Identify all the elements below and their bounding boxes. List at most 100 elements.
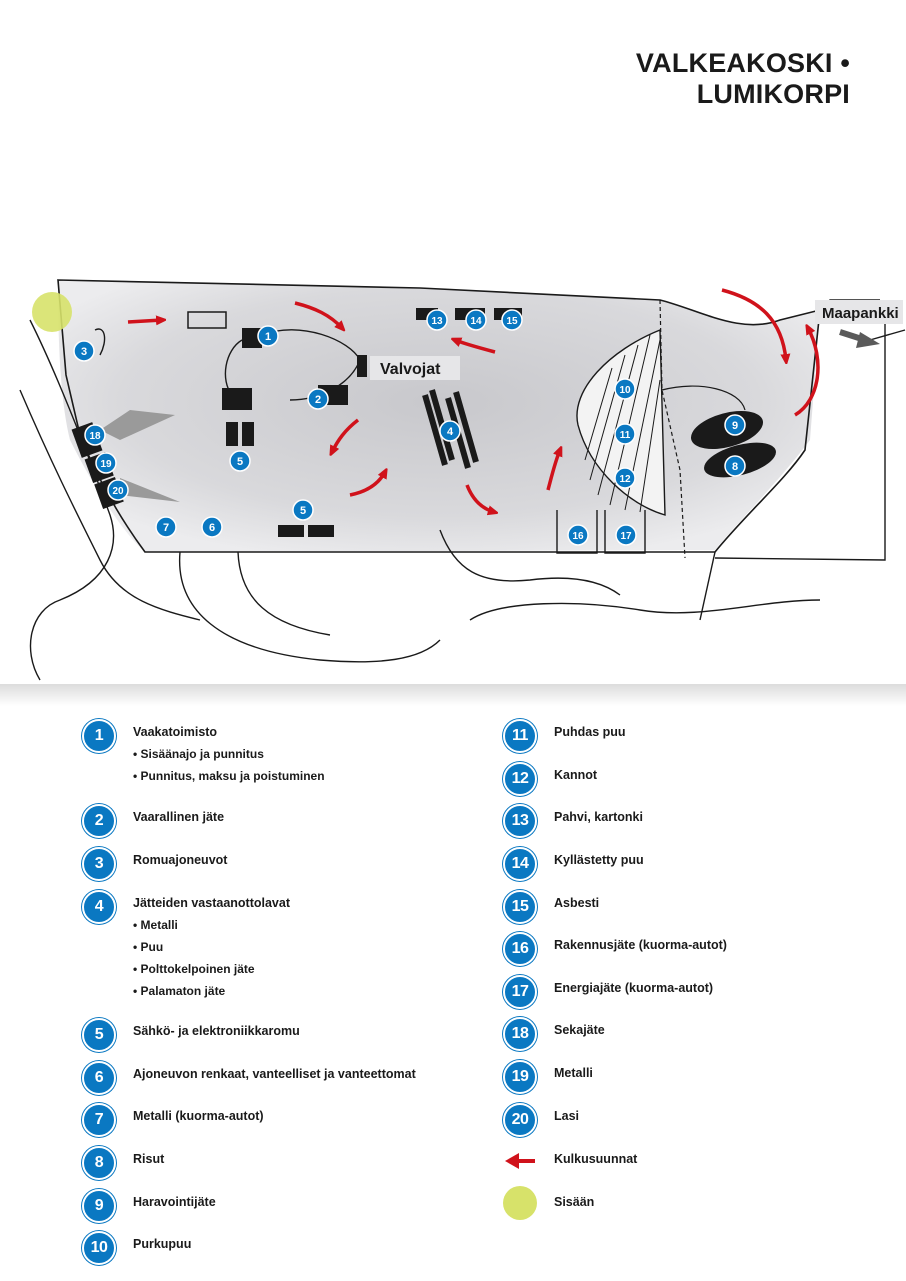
map-marker-13: 13 [426,309,448,331]
arrow-icon [505,1153,535,1169]
map-marker-17: 17 [615,524,637,546]
legend-label: Purkupuu [133,1237,192,1251]
svg-text:6: 6 [209,522,215,534]
map-marker-6: 6 [201,516,223,538]
legend-item-7: 7 Metalli (kuorma-autot) [82,1103,264,1137]
map-marker-10: 10 [614,378,636,400]
legend-label: Sekajäte [554,1023,605,1037]
legend-item-12: 12 Kannot [503,762,597,796]
legend-label: Kulkusuunnat [554,1152,638,1166]
page-title: VALKEAKOSKI • LUMIKORPI [635,48,850,109]
legend-badge: 16 [503,932,537,966]
legend-item-19: 19 Metalli [503,1060,593,1094]
legend-label: Metalli (kuorma-autot) [133,1109,264,1123]
legend-badge: 14 [503,847,537,881]
svg-text:1: 1 [265,331,271,343]
legend-badge: 11 [503,719,537,753]
legend-label: Ajoneuvon renkaat, vanteelliset ja vante… [133,1067,416,1081]
svg-text:5: 5 [237,456,243,468]
legend-item-2: 2 Vaarallinen jäte [82,804,224,838]
map-marker-1: 1 [257,325,279,347]
legend-item-16: 16 Rakennusjäte (kuorma-autot) [503,932,727,966]
svg-text:11: 11 [620,430,631,441]
legend-badge: 4 [82,890,116,924]
label-maapankki: Maapankki [822,305,899,322]
map-marker-2: 2 [307,388,329,410]
legend-label: Sisään [554,1195,595,1209]
legend-label: Puhdas puu [554,725,626,739]
map-marker-15: 15 [501,309,523,331]
map-marker-9: 9 [724,414,746,436]
legend-badge: 1 [82,719,116,753]
legend-label: Sähkö- ja elektroniikkaromu [133,1024,300,1038]
legend-item-5: 5 Sähkö- ja elektroniikkaromu [82,1018,300,1052]
map-marker-12: 12 [614,467,636,489]
legend-badge: 9 [82,1189,116,1223]
map-marker-16: 16 [567,524,589,546]
svg-text:2: 2 [315,394,321,406]
legend-label: Kannot [554,768,598,782]
legend-badge: 12 [503,762,537,796]
legend-label: Jätteiden vastaanottolavat• Metalli• Puu… [133,896,290,998]
legend-badge: 20 [503,1103,537,1137]
svg-text:12: 12 [619,474,631,485]
map-marker-5: 5 [292,499,314,521]
svg-text:9: 9 [732,420,738,432]
legend-badge: 8 [82,1146,116,1180]
legend-badge: 6 [82,1061,116,1095]
label-valvojat: Valvojat [380,361,441,378]
entrance-marker [32,292,72,332]
svg-text:16: 16 [572,531,584,542]
svg-text:18: 18 [89,431,101,442]
legend-label: Rakennusjäte (kuorma-autot) [554,938,727,952]
legend-item-entrance: Sisään [503,1186,594,1220]
legend-label: Romuajoneuvot [133,853,228,867]
svg-text:7: 7 [163,522,169,534]
svg-text:20: 20 [112,486,124,497]
svg-text:10: 10 [619,385,631,396]
map-marker-7: 7 [155,516,177,538]
legend-badge: 2 [82,804,116,838]
legend-item-14: 14 Kyllästetty puu [503,847,644,881]
legend-item-20: 20 Lasi [503,1103,579,1137]
legend-badge: 7 [82,1103,116,1137]
legend-label: Kyllästetty puu [554,853,644,867]
legend-item-traffic: Kulkusuunnat [503,1146,637,1176]
legend-badge: 17 [503,975,537,1009]
legend-label: Haravointijäte [133,1195,216,1209]
legend-item-8: 8 Risut [82,1146,164,1180]
svg-text:13: 13 [431,316,443,327]
legend-label: Energiajäte (kuorma-autot) [554,981,714,995]
traffic-arrows [127,288,820,512]
legend-badge: 19 [503,1060,537,1094]
legend-label: Metalli [554,1066,593,1080]
legend-badge: 18 [503,1017,537,1051]
map-marker-5: 5 [229,450,251,472]
map-marker-14: 14 [465,309,487,331]
svg-text:17: 17 [620,531,632,542]
legend-item-9: 9 Haravointijäte [82,1189,216,1223]
legend-item-4: 4 Jätteiden vastaanottolavat• Metalli• Pu… [82,890,290,998]
svg-text:8: 8 [732,461,738,473]
legend-item-11: 11 Puhdas puu [503,719,626,753]
svg-text:19: 19 [100,459,112,470]
legend-badge: 13 [503,804,537,838]
svg-text:4: 4 [447,426,454,438]
legend-label: Lasi [554,1109,580,1123]
entrance-dot-icon [503,1186,537,1220]
legend-label: Vaarallinen jäte [133,810,225,824]
map-marker-8: 8 [724,455,746,477]
svg-text:14: 14 [470,316,482,327]
legend-label: Risut [133,1152,165,1166]
map-marker-11: 11 [614,423,636,445]
svg-text:15: 15 [506,316,518,327]
legend-badge: 3 [82,847,116,881]
legend-item-17: 17 Energiajäte (kuorma-autot) [503,975,713,1009]
legend-badge: 5 [82,1018,116,1052]
legend-item-18: 18 Sekajäte [503,1017,605,1051]
